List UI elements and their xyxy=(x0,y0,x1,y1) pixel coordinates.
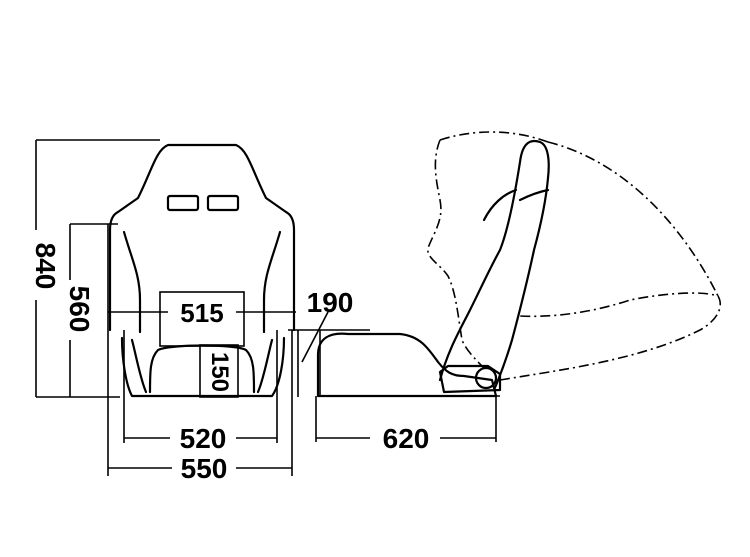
recliner-knob xyxy=(474,366,498,390)
seat-front-outline xyxy=(108,143,296,334)
cushion-thickness-label: 150 xyxy=(206,352,233,392)
seat-front-base xyxy=(120,336,286,398)
seat-side-backrest-inner xyxy=(482,188,550,222)
outer-width-label: 550 xyxy=(181,453,228,484)
seat-side-backrest xyxy=(438,139,550,392)
inner-width-label: 515 xyxy=(180,298,223,328)
recline-cushion-ghost xyxy=(499,292,722,381)
height-dimensions xyxy=(35,139,160,398)
seat-front-view xyxy=(108,143,296,398)
seat-width-box xyxy=(159,291,245,347)
offset-leader xyxy=(301,311,329,363)
cushion-box xyxy=(199,344,239,398)
harness-slot-left xyxy=(166,194,200,212)
depth-label: 620 xyxy=(383,423,430,454)
recline-arc xyxy=(547,141,719,297)
recline-backrest-ghost xyxy=(427,131,549,369)
base-width-label: 520 xyxy=(180,423,227,454)
seat-side-bracket xyxy=(438,364,502,394)
seat-side-cushion xyxy=(316,332,498,398)
total-height-label: 840 xyxy=(30,243,61,290)
width-dimensions xyxy=(107,224,497,476)
seat-side-view xyxy=(316,131,722,398)
back-height-label: 560 xyxy=(64,286,95,333)
harness-slot-right xyxy=(206,194,240,212)
side-offset-dimension xyxy=(288,311,370,397)
side-offset-label: 190 xyxy=(307,287,354,318)
